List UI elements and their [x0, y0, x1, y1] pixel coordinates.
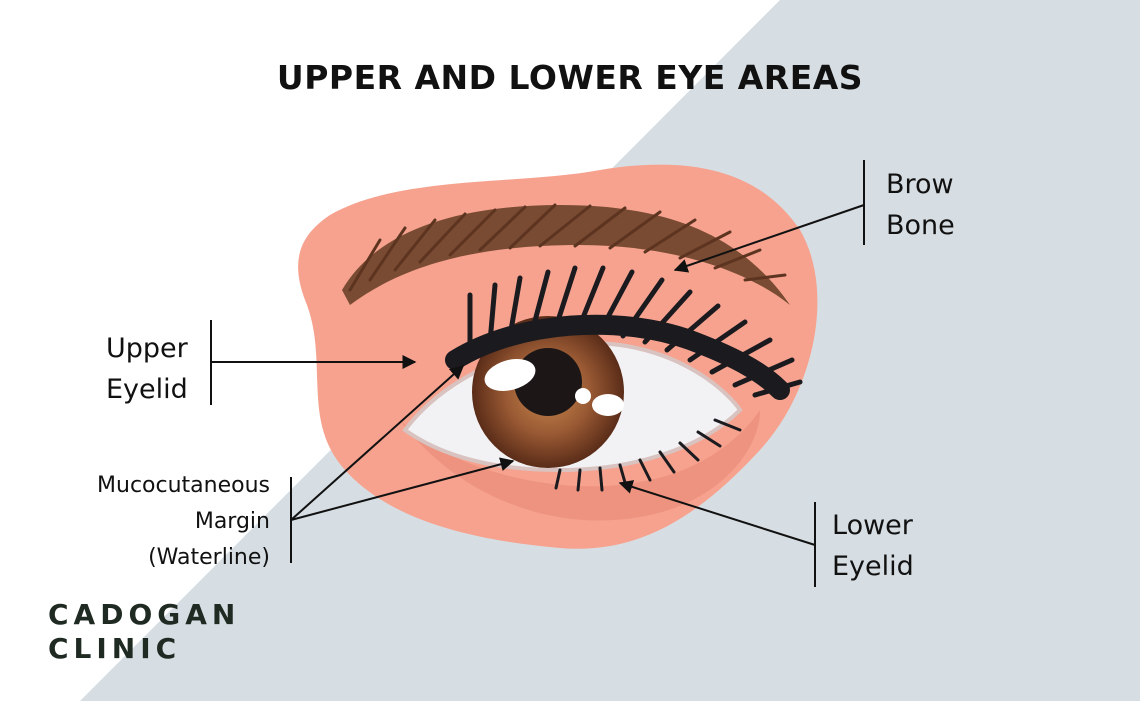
logo-line2: CLINIC	[48, 632, 182, 665]
skin-shadow	[400, 410, 760, 521]
highlight-small	[592, 394, 624, 416]
label-lower-eyelid-line1: Lower	[832, 510, 913, 541]
highlight	[484, 359, 536, 391]
label-brow-bone: Brow Bone	[886, 164, 955, 246]
clinic-logo: CADOGAN CLINIC	[48, 598, 240, 666]
label-lower-eyelid-line2: Eyelid	[832, 551, 914, 582]
label-mucocutaneous-line2: Margin	[194, 509, 270, 534]
waterline-pointer-upper	[290, 365, 465, 521]
label-upper-eyelid: Upper Eyelid	[106, 328, 188, 410]
page-title: UPPER AND LOWER EYE AREAS	[276, 58, 864, 97]
upper-lashes	[445, 265, 803, 400]
label-upper-eyelid-line2: Eyelid	[106, 374, 188, 405]
label-lower-eyelid: Lower Eyelid	[832, 505, 914, 587]
eyebrow	[342, 203, 790, 305]
label-mucocutaneous-margin: Mucocutaneous Margin (Waterline)	[40, 468, 270, 576]
label-brow-bone-line2: Bone	[886, 210, 955, 241]
brow-pointer	[673, 204, 865, 273]
waterline-pointer-lower	[290, 457, 515, 521]
label-brow-bone-line1: Brow	[886, 169, 954, 200]
label-mucocutaneous-line1: Mucocutaneous	[97, 473, 270, 498]
highlight-dot	[575, 388, 591, 404]
annotation-lines	[210, 160, 865, 587]
label-upper-eyelid-line1: Upper	[106, 333, 188, 364]
lower-eyelid-pointer	[618, 480, 816, 546]
logo-line1: CADOGAN	[48, 598, 241, 631]
lower-lashes	[554, 418, 742, 492]
label-mucocutaneous-line3: (Waterline)	[148, 545, 270, 570]
